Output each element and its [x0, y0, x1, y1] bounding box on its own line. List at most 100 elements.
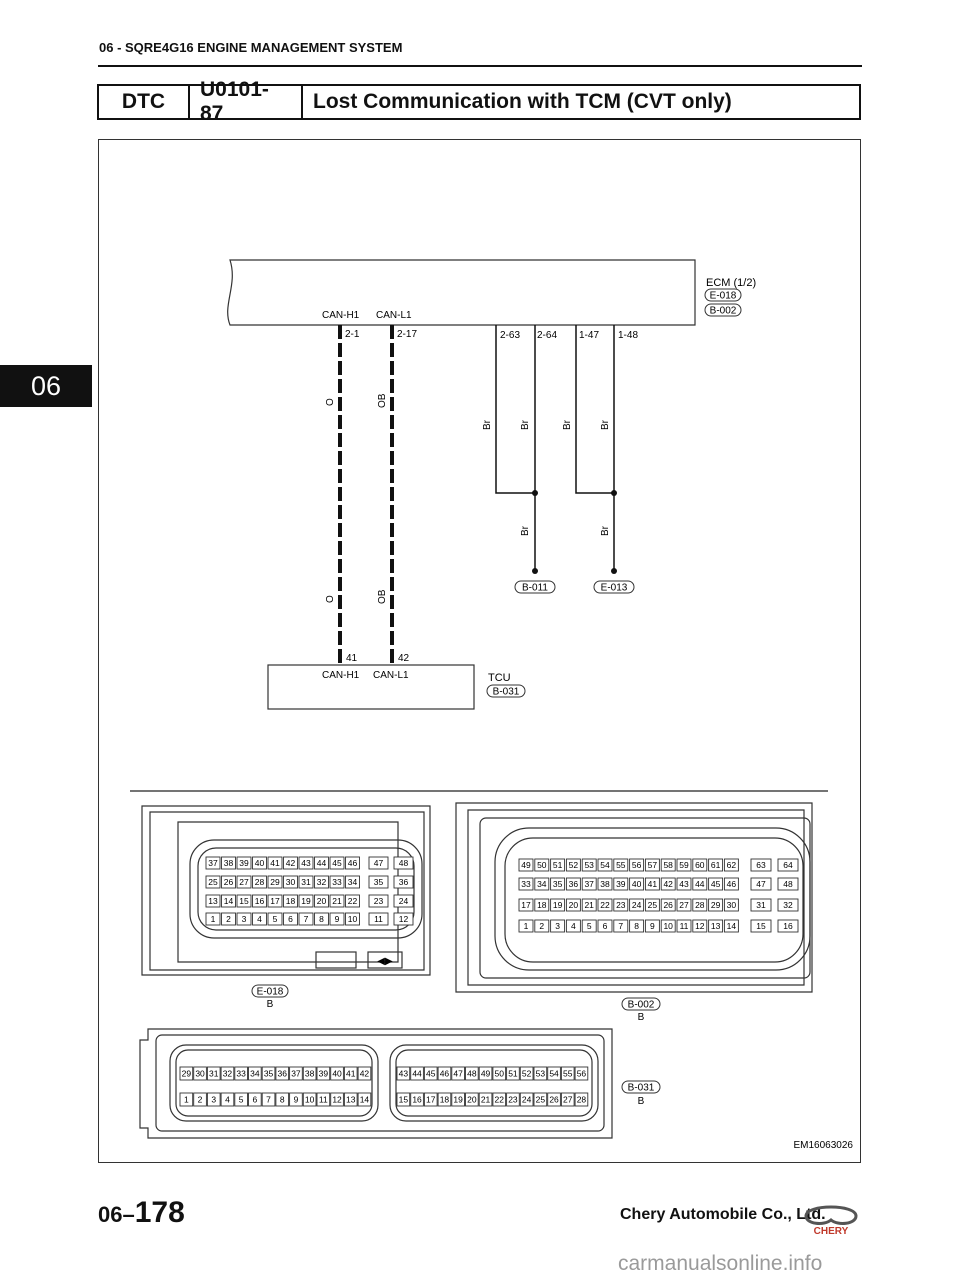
connector-pin-cell	[357, 1066, 372, 1081]
e018-ref-oval	[251, 984, 289, 998]
connector-pin-number: 29	[270, 877, 280, 887]
connector-pin-cell	[298, 875, 314, 889]
tcu-can-l-label: CAN-L1	[373, 670, 409, 681]
connector-pin-cell	[750, 919, 772, 933]
connector-pin-cell	[451, 1066, 465, 1081]
connector-pin-cell	[506, 1092, 520, 1107]
connector-pin-cell	[267, 856, 283, 870]
connector-pin-number: 49	[481, 1069, 491, 1079]
connector-pin-number: 60	[695, 860, 705, 870]
pin-label: 1-48	[618, 330, 638, 341]
connector-pin-cell	[345, 894, 360, 908]
connector-pin-cell	[750, 858, 772, 872]
header-rule	[98, 65, 862, 67]
connector-pin-number: 31	[301, 877, 311, 887]
connector-pin-number: 4	[571, 921, 576, 931]
connector-pin-number: 43	[399, 1069, 409, 1079]
connector-pin-cell	[205, 856, 221, 870]
page-section: 06–	[98, 1202, 135, 1227]
connector-pin-number: 3	[242, 914, 247, 924]
connector-pin-number: 19	[553, 900, 563, 910]
connector-pin-cell	[234, 1092, 248, 1107]
connector-pin-cell	[519, 1092, 534, 1107]
connector-pin-number: 3	[555, 921, 560, 931]
connector-pin-number: 7	[266, 1095, 271, 1105]
tcu-ref: B-031	[493, 687, 520, 698]
connector-pin-number: 33	[521, 879, 531, 889]
connector-pin-number: 24	[522, 1095, 532, 1105]
connector-pin-number: 17	[426, 1095, 436, 1105]
connector-pin-cell	[302, 1092, 317, 1107]
connector-pin-cell	[613, 919, 629, 933]
connector-pin-number: 23	[508, 1095, 518, 1105]
ecm-ref2-oval	[704, 303, 742, 317]
section-tab: 06	[0, 365, 92, 407]
connector-pin-number: 33	[332, 877, 342, 887]
connector-pin-cell	[692, 898, 708, 912]
connector-pin-number: 30	[195, 1069, 205, 1079]
connector-pin-cell	[236, 856, 252, 870]
connector-pin-cell	[396, 1066, 411, 1081]
connector-pin-number: 46	[348, 858, 358, 868]
connector-pin-cell	[581, 898, 597, 912]
connector-pin-cell	[492, 1066, 507, 1081]
connector-pin-number: 18	[440, 1095, 450, 1105]
connector-pin-number: 34	[537, 879, 547, 889]
connector-pin-number: 5	[239, 1095, 244, 1105]
connector-pin-cell	[660, 919, 676, 933]
connector-pin-cell	[676, 898, 692, 912]
connector-pin-number: 16	[783, 921, 793, 931]
connector-pin-cell	[314, 856, 329, 870]
connector-pin-cell	[533, 1066, 548, 1081]
connector-pin-cell	[547, 1092, 561, 1107]
connector-pin-number: 56	[577, 1069, 587, 1079]
connector-pin-cell	[206, 1066, 221, 1081]
tcu-title: TCU	[488, 672, 511, 684]
connector-pin-number: 41	[648, 879, 658, 889]
connector-pin-number: 57	[648, 860, 658, 870]
connector-pin-number: 25	[208, 877, 218, 887]
connector-pin-number: 44	[412, 1069, 422, 1079]
connector-pin-number: 46	[727, 879, 737, 889]
connector-pin-number: 26	[663, 900, 673, 910]
connector-pin-number: 21	[584, 900, 594, 910]
connector-pin-number: 9	[335, 914, 340, 924]
connector-pin-number: 45	[426, 1069, 436, 1079]
connector-pin-cell	[423, 1092, 438, 1107]
connector-pin-cell	[550, 919, 566, 933]
connector-pin-cell	[478, 1092, 493, 1107]
connector-pin-cell	[368, 875, 389, 889]
connector-pin-cell	[565, 919, 581, 933]
connector-pin-cell	[597, 858, 613, 872]
connector-pin-cell	[613, 858, 629, 872]
connector-pin-number: 36	[569, 879, 579, 889]
connector-pin-number: 24	[632, 900, 642, 910]
b031-ref: B-031	[628, 1083, 655, 1094]
connector-pin-cell	[267, 912, 283, 926]
connector-pin-number: 12	[399, 914, 409, 924]
connector-pin-number: 5	[273, 914, 278, 924]
connector-pin-cell	[708, 898, 724, 912]
ecm-can-l-label: CAN-L1	[376, 310, 412, 321]
connector-pin-cell	[613, 898, 629, 912]
connector-pin-number: 22	[495, 1095, 505, 1105]
company-name: Chery Automobile Co., Ltd.	[620, 1206, 826, 1223]
connector-pin-number: 51	[553, 860, 563, 870]
connector-pin-cell	[750, 877, 772, 891]
connector-pin-cell	[298, 912, 314, 926]
connector-pin-number: 3	[211, 1095, 216, 1105]
connector-pin-cell	[205, 875, 221, 889]
dtc-description: Lost Communication with TCM (CVT only)	[313, 90, 732, 113]
connector-pin-cell	[236, 912, 252, 926]
wire-color-label: O	[325, 595, 336, 603]
connector-pin-number: 18	[286, 896, 296, 906]
b002-sub: B	[638, 1012, 645, 1023]
connector-pin-number: 48	[399, 858, 409, 868]
connector-pin-cell	[708, 919, 724, 933]
connector-pin-number: 44	[695, 879, 705, 889]
connector-pin-cell	[261, 1066, 276, 1081]
connector-pin-number: 1	[184, 1095, 189, 1105]
connector-pin-cell	[550, 877, 566, 891]
